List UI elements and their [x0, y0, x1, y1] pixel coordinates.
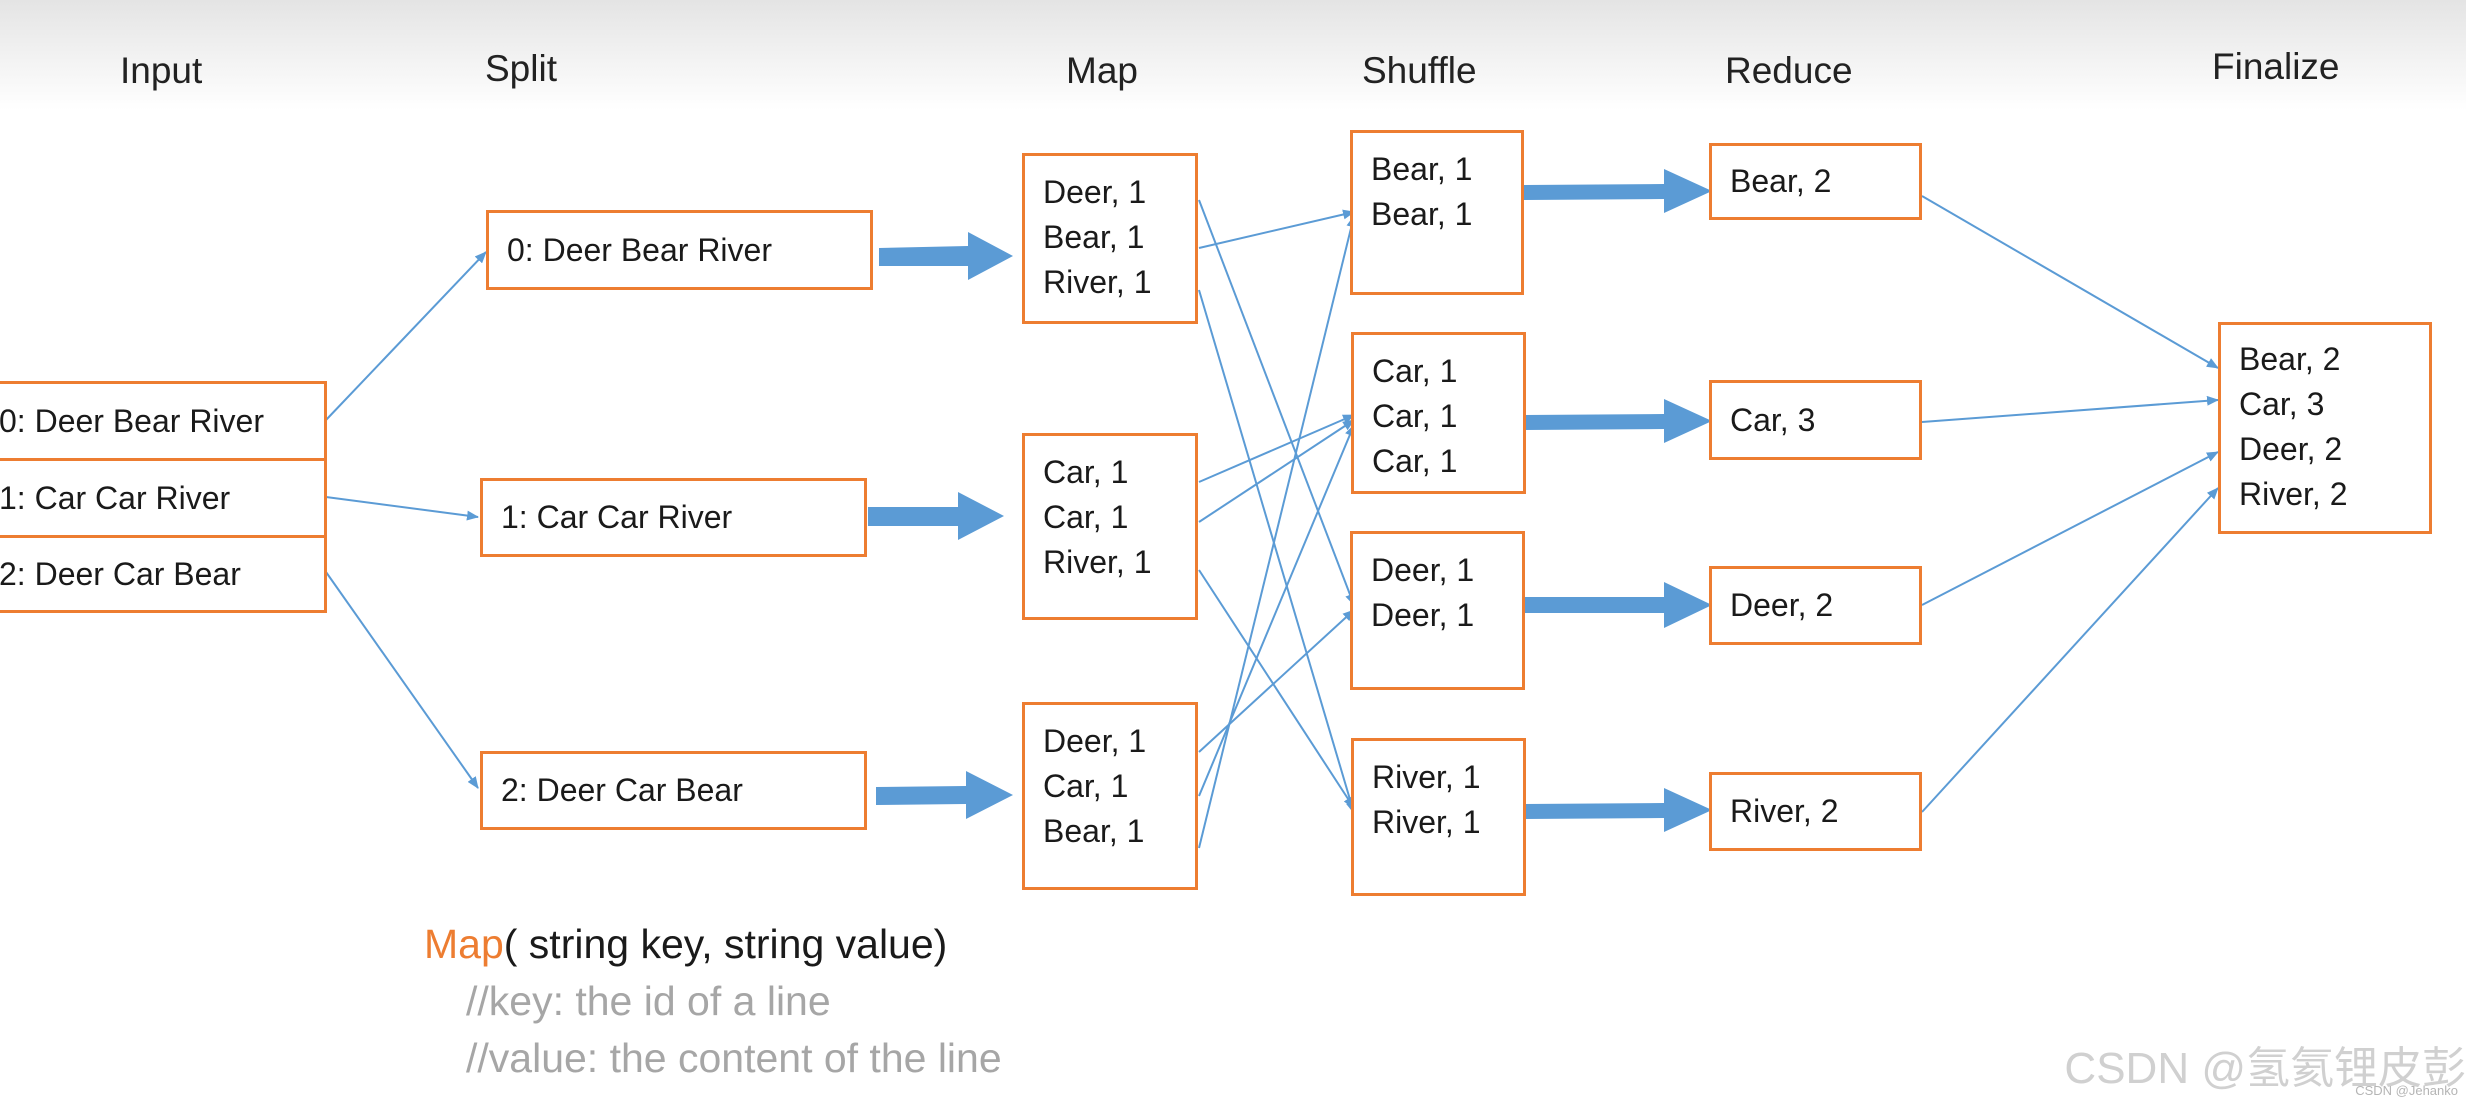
- header-band: [0, 0, 2466, 110]
- column-heading-finalize: Finalize: [2212, 46, 2340, 87]
- reduce-box-text: River, 2: [1730, 793, 1839, 829]
- finalize-box-line: Car, 3: [2239, 386, 2325, 422]
- arrow-shuffle-deer: [1524, 582, 1712, 628]
- map-box-line: River, 1: [1043, 544, 1152, 580]
- connector-input1-split1: [325, 496, 479, 521]
- split-box-text: 1: Car Car River: [501, 499, 733, 535]
- watermark-small: CSDN @Jehanko: [2355, 1083, 2458, 1098]
- connector-reduce-deer: [1921, 451, 2219, 606]
- shuffle-box-line: River, 1: [1372, 759, 1481, 795]
- shuffle-box-line: Bear, 1: [1371, 196, 1473, 232]
- shuffle-box: River, 1 River, 1: [1351, 738, 1526, 896]
- reduce-box-text: Deer, 2: [1730, 587, 1834, 623]
- map-box-line: Car, 1: [1043, 454, 1129, 490]
- connector-map2-bear: [1198, 215, 1357, 849]
- arrow-shuffle-bear: [1524, 169, 1712, 213]
- map-box: Car, 1 Car, 1 River, 1: [1022, 433, 1198, 620]
- connector-map1-car-b: [1198, 419, 1355, 523]
- connector-map0-deer: [1198, 199, 1355, 606]
- map-box-line: Car, 1: [1043, 768, 1129, 804]
- column-heading-map: Map: [1066, 50, 1138, 91]
- column-heading-input: Input: [120, 50, 203, 91]
- comment-value: //value: the content of the line: [466, 1035, 1002, 1081]
- shuffle-box-line: Car, 1: [1372, 398, 1458, 434]
- arrow-split1-map1: [868, 492, 1004, 540]
- split-box-text: 0: Deer Bear River: [507, 231, 772, 268]
- shuffle-box-line: Car, 1: [1372, 353, 1458, 389]
- shuffle-box-line: River, 1: [1372, 804, 1481, 840]
- finalize-box: Bear, 2 Car, 3 Deer, 2 River, 2: [2218, 322, 2432, 534]
- shuffle-box-line: Bear, 1: [1371, 151, 1473, 187]
- reduce-box-text: Bear, 2: [1730, 163, 1832, 199]
- input-row: 0: Deer Bear River: [0, 381, 327, 461]
- finalize-box-line: River, 2: [2239, 476, 2348, 512]
- shuffle-box-line: Deer, 1: [1371, 597, 1475, 633]
- connector-map0-river: [1198, 289, 1356, 814]
- split-box: 2: Deer Car Bear: [480, 751, 867, 830]
- reduce-box-text: Car, 3: [1730, 401, 1816, 438]
- watermark: CSDN @氢氦锂皮彭: [2064, 1044, 2466, 1093]
- map-box: Deer, 1 Bear, 1 River, 1: [1022, 153, 1198, 324]
- connector-input2-split2: [325, 571, 479, 789]
- connector-map2-deer: [1198, 609, 1355, 753]
- arrow-split0-map0: [879, 232, 1013, 280]
- input-row: 2: Deer Car Bear: [0, 535, 327, 613]
- column-heading-shuffle: Shuffle: [1362, 50, 1477, 91]
- connector-map1-river: [1198, 569, 1355, 809]
- map-box-line: River, 1: [1043, 264, 1152, 300]
- map-box-line: Deer, 1: [1043, 174, 1147, 210]
- connector-input0-split0: [325, 251, 487, 421]
- comment-key: //key: the id of a line: [466, 978, 831, 1024]
- column-heading-reduce: Reduce: [1725, 50, 1853, 91]
- map-box-line: Bear, 1: [1043, 219, 1145, 255]
- connector-map1-car-a: [1198, 414, 1355, 483]
- map-box-line: Deer, 1: [1043, 723, 1147, 759]
- finalize-box-line: Deer, 2: [2239, 431, 2343, 467]
- input-row-text: 1: Car Car River: [0, 479, 231, 516]
- arrow-shuffle-car: [1524, 399, 1712, 443]
- column-heading-split: Split: [485, 48, 557, 89]
- split-box: 1: Car Car River: [480, 478, 867, 557]
- finalize-box-line: Bear, 2: [2239, 341, 2341, 377]
- map-box-line: Car, 1: [1043, 499, 1129, 535]
- split-box-text: 2: Deer Car Bear: [501, 772, 743, 808]
- map-function-name: Map: [424, 921, 504, 967]
- connector-map2-car: [1198, 424, 1355, 797]
- connector-reduce-bear: [1921, 195, 2219, 369]
- connector-reduce-car: [1921, 395, 2219, 423]
- reduce-box: Bear, 2: [1709, 143, 1922, 220]
- map-box: Deer, 1 Car, 1 Bear, 1: [1022, 702, 1198, 890]
- shuffle-box: Car, 1 Car, 1 Car, 1: [1351, 332, 1526, 494]
- map-box-line: Bear, 1: [1043, 813, 1145, 849]
- split-box: 0: Deer Bear River: [486, 210, 873, 290]
- shuffle-box-line: Deer, 1: [1371, 552, 1475, 588]
- reduce-box: River, 2: [1709, 772, 1922, 851]
- arrow-split2-map2: [876, 771, 1013, 819]
- connector-reduce-river: [1921, 487, 2219, 813]
- shuffle-box: Bear, 1 Bear, 1: [1350, 130, 1524, 295]
- reduce-box: Deer, 2: [1709, 566, 1922, 645]
- shuffle-box: Deer, 1 Deer, 1: [1350, 531, 1525, 690]
- reduce-box: Car, 3: [1709, 380, 1922, 460]
- input-row-text: 2: Deer Car Bear: [0, 555, 241, 592]
- shuffle-box-line: Car, 1: [1372, 443, 1458, 479]
- input-row-text: 0: Deer Bear River: [0, 402, 264, 439]
- map-signature: Map( string key, string value): [424, 921, 947, 968]
- input-row: 1: Car Car River: [0, 458, 327, 538]
- arrow-shuffle-river: [1524, 788, 1712, 832]
- connector-map0-bear: [1198, 209, 1355, 249]
- map-function-params: ( string key, string value): [503, 921, 948, 967]
